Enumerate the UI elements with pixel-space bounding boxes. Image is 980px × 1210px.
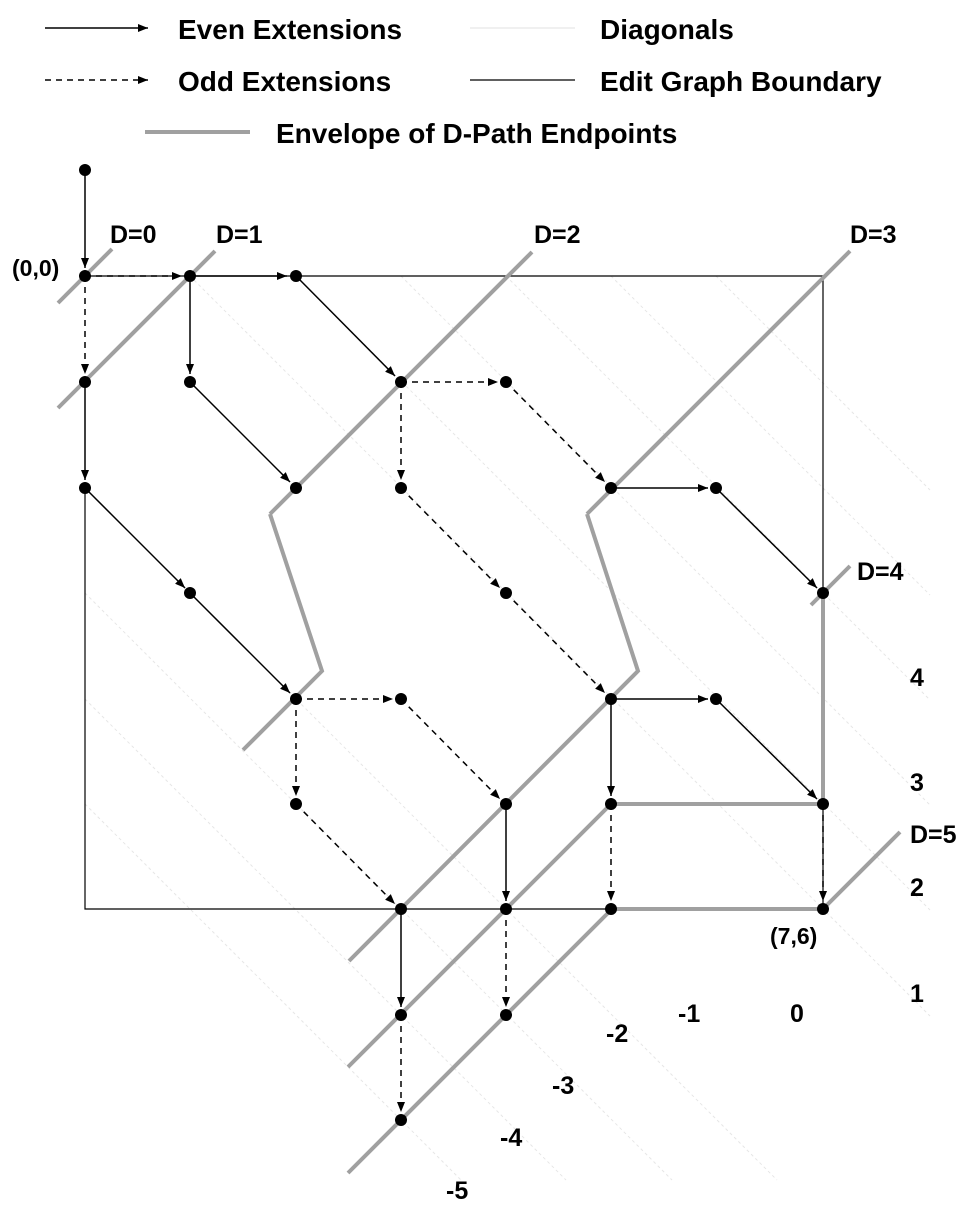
diagonal-label-0: 0 — [790, 1000, 804, 1028]
diagonal-guide-line — [84, 592, 673, 1181]
diagonal-label-3: 3 — [910, 769, 924, 797]
end-label: (7,6) — [770, 923, 817, 949]
even-extension-edge — [84, 487, 186, 589]
diagonal-label-4: 4 — [910, 664, 924, 692]
odd-extension-edge — [400, 487, 501, 589]
path-node — [605, 482, 617, 494]
diagonal-guide-line — [189, 275, 931, 1017]
diagonal-label-neg3: -3 — [552, 1072, 574, 1100]
diagonal-guide-line — [84, 698, 567, 1181]
envelope-d2-zigzag — [241, 513, 325, 752]
path-node — [290, 798, 302, 810]
boundary-line-left-bottom — [84, 490, 823, 910]
path-node — [710, 482, 722, 494]
legend-odd-extensions-label: Odd Extensions — [178, 66, 391, 97]
path-node — [290, 482, 302, 494]
envelope-d4-tick — [809, 564, 852, 607]
path-node — [817, 903, 829, 915]
path-node — [500, 376, 512, 388]
path-node — [605, 693, 617, 705]
path-node — [605, 798, 617, 810]
path-node — [79, 164, 91, 176]
d-label-2: D=2 — [534, 221, 581, 249]
diagonal-label-1: 1 — [910, 980, 924, 1008]
d-label-3: D=3 — [850, 221, 897, 249]
envelope-d4 — [346, 593, 825, 1069]
odd-extension-edge — [505, 381, 606, 483]
odd-extensions — [81, 272, 827, 1112]
diagonal-label-neg5: -5 — [446, 1177, 468, 1205]
diagonal-lines — [84, 275, 931, 1181]
path-node — [79, 270, 91, 282]
legend: Even Extensions Odd Extensions Diagonals… — [45, 14, 882, 149]
path-node — [184, 587, 196, 599]
path-node — [817, 587, 829, 599]
envelope-d5 — [346, 907, 614, 1175]
diagonal-guide-line — [84, 803, 462, 1181]
path-node — [817, 798, 829, 810]
legend-even-extensions-label: Even Extensions — [178, 14, 402, 45]
path-node — [290, 693, 302, 705]
d-label-5: D=5 — [910, 821, 957, 849]
nodes — [79, 164, 829, 1126]
path-node — [605, 903, 617, 915]
origin-label: (0,0) — [12, 255, 59, 281]
even-extension-edge — [715, 698, 818, 800]
odd-extension-edge — [295, 803, 396, 905]
path-node — [395, 693, 407, 705]
path-node — [184, 376, 196, 388]
diagonal-guide-line — [610, 275, 931, 596]
d-label-0: D=0 — [110, 221, 157, 249]
even-extension-edge — [189, 381, 291, 483]
path-node — [79, 376, 91, 388]
even-extension-edge — [295, 275, 396, 377]
path-node — [395, 376, 407, 388]
path-node — [500, 1009, 512, 1021]
diagonal-label-2: 2 — [910, 874, 924, 902]
diagonal-label-neg1: -1 — [678, 1000, 700, 1028]
diagonal-label-neg2: -2 — [606, 1020, 628, 1048]
envelope — [56, 247, 902, 1175]
path-node — [500, 587, 512, 599]
path-node — [500, 798, 512, 810]
d-label-4: D=4 — [857, 558, 904, 586]
path-node — [710, 693, 722, 705]
legend-envelope-label: Envelope of D-Path Endpoints — [276, 118, 677, 149]
diagonal-guide-line — [505, 275, 931, 701]
envelope-d3-zigzag — [347, 513, 641, 963]
path-node — [395, 1114, 407, 1126]
d-label-1: D=1 — [216, 221, 263, 249]
odd-extension-edge — [505, 592, 606, 694]
legend-diagonals-label: Diagonals — [600, 14, 734, 45]
envelope-d5-bottom — [611, 830, 902, 911]
path-node — [395, 903, 407, 915]
even-extension-edge — [715, 487, 818, 589]
path-node — [184, 270, 196, 282]
legend-boundary-label: Edit Graph Boundary — [600, 66, 882, 97]
path-node — [290, 270, 302, 282]
diagonal-guide-line — [400, 275, 931, 806]
diagonal-label-neg4: -4 — [500, 1124, 522, 1152]
path-node — [79, 482, 91, 494]
path-node — [395, 482, 407, 494]
even-extensions — [81, 170, 818, 1007]
odd-extension-edge — [400, 698, 501, 800]
envelope-d3 — [585, 249, 852, 516]
even-extension-edge — [189, 592, 291, 694]
path-node — [500, 903, 512, 915]
path-node — [395, 1009, 407, 1021]
